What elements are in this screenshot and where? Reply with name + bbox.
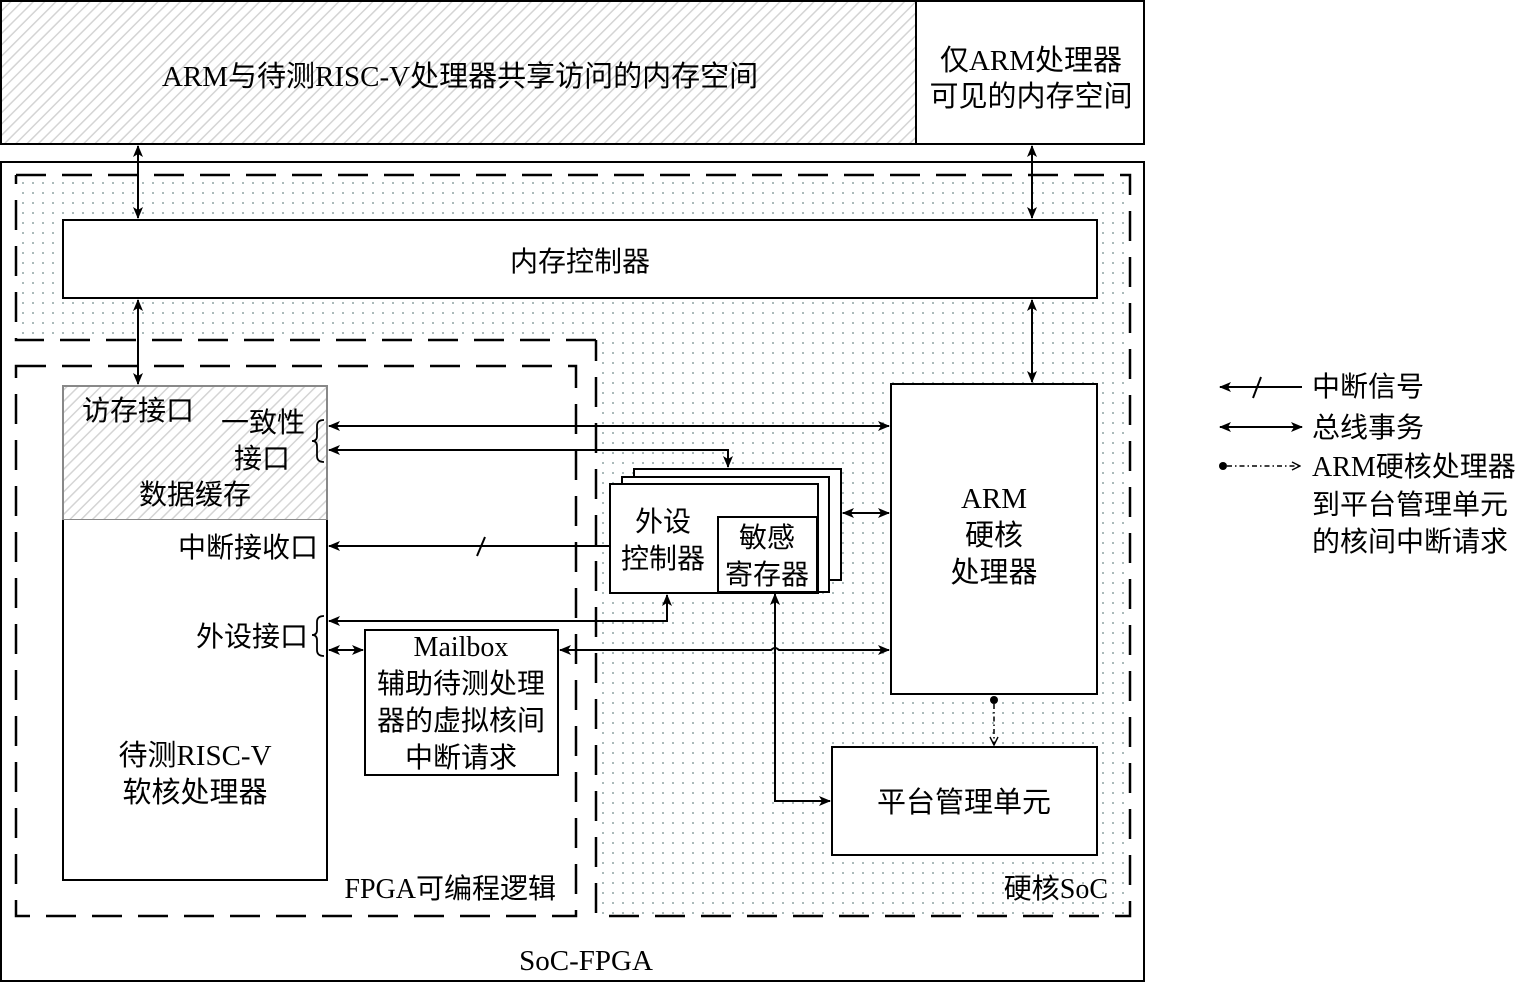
legend-bus-label: 总线事务 bbox=[1312, 412, 1424, 444]
connections bbox=[133, 145, 1037, 806]
riscv-processor[interactable]: 访存接口 一致性 接口 数据缓存 中断接收口 外设接口 待测RISC-V 软核处… bbox=[62, 385, 328, 881]
arm-processor-frame bbox=[890, 383, 1098, 695]
coherence-interface-label-2: 接口 bbox=[234, 443, 290, 475]
legend-item-bus: 总线事务 bbox=[1219, 412, 1424, 444]
pmu-frame bbox=[831, 746, 1098, 856]
data-cache-label: 数据缓存 bbox=[139, 479, 251, 511]
sensitive-register-block[interactable] bbox=[717, 516, 818, 593]
fpga-region-border bbox=[14, 364, 578, 918]
hard-soc-region-border-left bbox=[14, 175, 596, 342]
soc-fpga-label: SoC-FPGA bbox=[519, 945, 653, 977]
mailbox-desc-3: 中断请求 bbox=[405, 742, 517, 774]
arm-label-1: ARM bbox=[961, 483, 1027, 515]
arm-only-memory-label-2: 可见的内存空间 bbox=[929, 80, 1132, 113]
ipi-origin-dot-icon bbox=[990, 696, 998, 704]
mailbox-frame bbox=[364, 629, 559, 776]
mailbox-title: Mailbox bbox=[414, 632, 509, 663]
bus-coherence-to-peripheral bbox=[328, 445, 733, 468]
interrupt-slash-legend-icon bbox=[1252, 376, 1262, 399]
sensitive-register-label-2: 寄存器 bbox=[725, 559, 809, 591]
sensitive-register-label-1: 敏感 bbox=[739, 522, 795, 554]
legend-interrupt-label: 中断信号 bbox=[1312, 371, 1424, 403]
legend-ipi-label-1: ARM硬核处理器 bbox=[1312, 451, 1516, 483]
arm-label-2: 硬核 bbox=[965, 519, 1023, 552]
peripheral-controller-label-2: 控制器 bbox=[621, 543, 705, 575]
peripheral-brace-icon bbox=[311, 615, 325, 657]
platform-management-unit[interactable]: 平台管理单元 bbox=[831, 746, 1098, 856]
riscv-name-2: 软核处理器 bbox=[122, 776, 267, 809]
arm-only-memory-label-1: 仅ARM处理器 bbox=[940, 44, 1122, 77]
arm-label-3: 处理器 bbox=[950, 556, 1037, 589]
interrupt-slash-icon bbox=[476, 536, 486, 557]
legend: 中断信号 总线事务 ARM硬核处理器 到平台管理单元 的核间中断请求 bbox=[1219, 371, 1516, 558]
coherence-interface-label-1: 一致性 bbox=[221, 407, 305, 439]
fpga-region-label: FPGA可编程逻辑 bbox=[344, 873, 556, 905]
memory-controller-label: 内存控制器 bbox=[510, 246, 650, 278]
mailbox-desc-1: 辅助待测处理 bbox=[377, 668, 545, 700]
mem-access-interface-label: 访存接口 bbox=[82, 395, 194, 427]
legend-item-interrupt: 中断信号 bbox=[1219, 371, 1424, 403]
ipi-dot-legend-icon bbox=[1219, 462, 1227, 470]
mailbox-block[interactable]: Mailbox 辅助待测处理 器的虚拟核间 中断请求 bbox=[364, 629, 559, 776]
shared-memory-label: ARM与待测RISC-V处理器共享访问的内存空间 bbox=[162, 60, 758, 93]
mailbox-desc-2: 器的虚拟核间 bbox=[377, 705, 545, 737]
riscv-name-1: 待测RISC-V bbox=[118, 739, 271, 772]
legend-item-ipi: ARM硬核处理器 到平台管理单元 的核间中断请求 bbox=[1219, 451, 1516, 558]
peripheral-interface-label: 外设接口 bbox=[196, 621, 308, 653]
memory-controller-block[interactable] bbox=[62, 219, 1098, 299]
legend-ipi-label-3: 的核间中断请求 bbox=[1312, 526, 1508, 558]
shared-memory-block[interactable] bbox=[0, 0, 917, 145]
riscv-cache-area bbox=[62, 385, 328, 521]
coherence-brace-icon bbox=[311, 419, 325, 463]
riscv-body bbox=[62, 520, 328, 881]
hard-soc-region bbox=[16, 175, 1130, 916]
memory-space: ARM与待测RISC-V处理器共享访问的内存空间 仅ARM处理器 可见的内存空间 bbox=[0, 0, 1145, 145]
pmu-label: 平台管理单元 bbox=[877, 786, 1051, 819]
irq-receive-interface-label: 中断接收口 bbox=[178, 532, 318, 564]
hard-soc-label: 硬核SoC bbox=[1004, 873, 1108, 905]
arm-processor-block[interactable]: ARM 硬核 处理器 bbox=[890, 383, 1098, 695]
hard-soc-region-border bbox=[16, 173, 1132, 918]
bus-periph-if-to-controller bbox=[328, 594, 672, 626]
arm-only-memory-block[interactable] bbox=[915, 0, 1145, 145]
bus-sensitive-reg-to-pmu bbox=[770, 593, 831, 806]
peripheral-controller-stack[interactable]: 外设 控制器 敏感 寄存器 bbox=[609, 468, 842, 594]
legend-ipi-label-2: 到平台管理单元 bbox=[1312, 489, 1508, 521]
peripheral-controller-label-1: 外设 bbox=[635, 506, 691, 538]
